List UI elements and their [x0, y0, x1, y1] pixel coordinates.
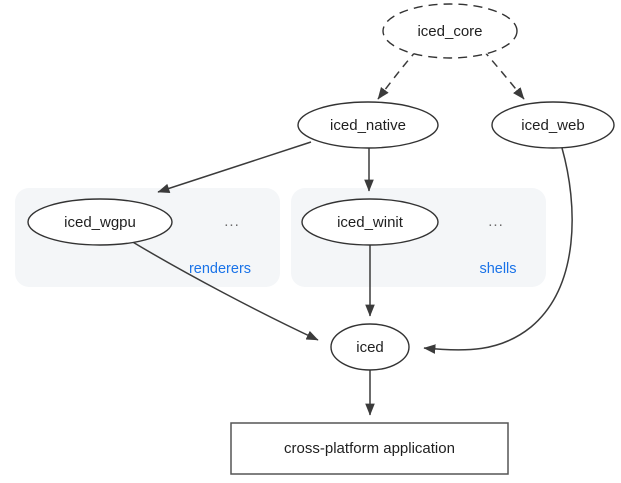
edge-layer: [130, 49, 573, 416]
node-iced-core[interactable]: iced_core: [382, 3, 518, 59]
node-cross-platform-application[interactable]: cross-platform application: [230, 422, 509, 475]
edge-core-to-web: [482, 49, 525, 100]
cluster-renderers-label: renderers: [189, 261, 251, 277]
node-iced-wgpu-label: iced_wgpu: [64, 214, 136, 231]
node-iced-web-label: iced_web: [521, 117, 584, 134]
node-iced[interactable]: iced: [330, 323, 410, 371]
node-application-label: cross-platform application: [284, 440, 455, 457]
edge-wgpu-to-iced: [130, 240, 319, 341]
edge-web-to-iced: [423, 147, 573, 354]
node-iced-native-label: iced_native: [330, 117, 406, 134]
node-iced-web[interactable]: iced_web: [491, 101, 615, 149]
edge-native-to-wgpu: [157, 141, 312, 193]
edge-core-to-native: [377, 49, 418, 100]
shells-more-ellipsis: ...: [488, 213, 504, 230]
node-iced-winit-shape[interactable]: [301, 198, 439, 246]
node-iced-native[interactable]: iced_native: [297, 101, 439, 149]
node-iced-native-shape[interactable]: [297, 101, 439, 149]
node-application-shape[interactable]: [230, 422, 509, 475]
node-iced-shape[interactable]: [330, 323, 410, 371]
node-iced-wgpu[interactable]: iced_wgpu: [27, 198, 173, 246]
renderers-more-ellipsis: ...: [224, 213, 240, 230]
cluster-shells-label: shells: [479, 261, 516, 277]
node-iced-web-shape[interactable]: [491, 101, 615, 149]
node-iced-winit[interactable]: iced_winit: [301, 198, 439, 246]
node-iced-core-shape[interactable]: [382, 3, 518, 59]
node-iced-winit-label: iced_winit: [337, 214, 404, 231]
node-iced-wgpu-shape[interactable]: [27, 198, 173, 246]
node-iced-core-label: iced_core: [417, 23, 482, 40]
node-iced-label: iced: [356, 339, 384, 356]
